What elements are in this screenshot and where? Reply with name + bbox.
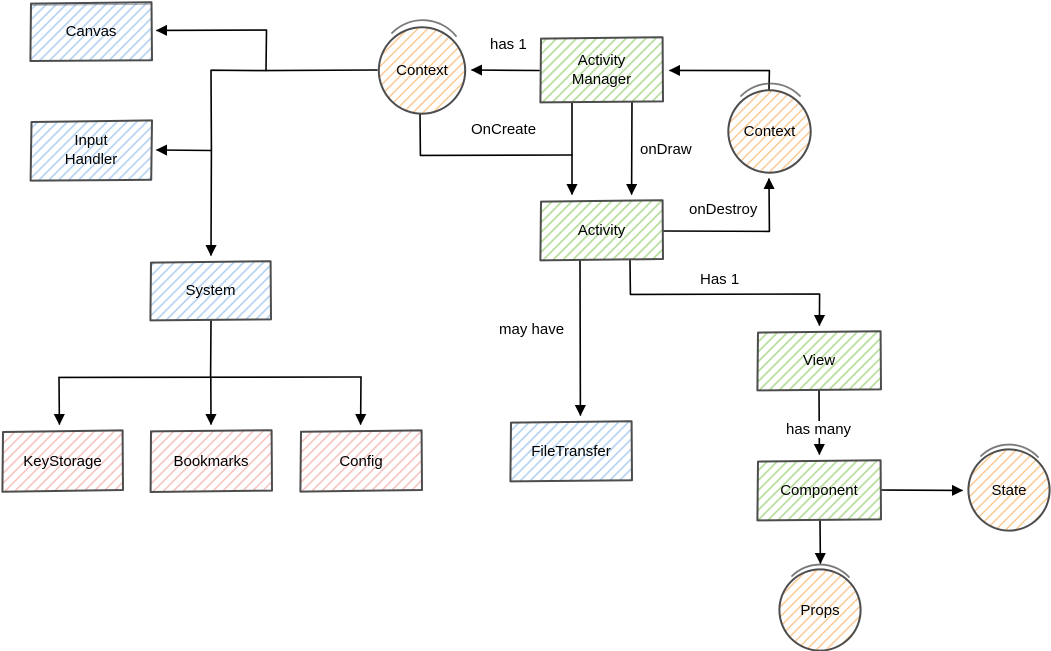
edge-activity-to-view[interactable] bbox=[629, 259, 826, 327]
node-canvas[interactable] bbox=[29, 1, 153, 62]
node-activity-manager[interactable] bbox=[539, 36, 664, 104]
edge-context-left-to-input-handler[interactable] bbox=[155, 69, 267, 156]
edge-context-left-to-activity-leg bbox=[419, 112, 573, 157]
node-config[interactable] bbox=[299, 429, 423, 493]
node-state[interactable] bbox=[967, 443, 1051, 532]
node-props[interactable] bbox=[778, 563, 862, 651]
node-system[interactable] bbox=[149, 260, 272, 322]
node-input-handler[interactable] bbox=[29, 119, 153, 182]
node-view[interactable] bbox=[756, 330, 882, 392]
node-component[interactable] bbox=[756, 459, 882, 522]
node-filetransfer[interactable] bbox=[509, 420, 633, 483]
node-keystorage[interactable] bbox=[1, 429, 124, 493]
node-context-right[interactable] bbox=[727, 82, 812, 174]
edge-activity-manager-to-context-left[interactable] bbox=[470, 64, 540, 76]
node-bookmarks[interactable] bbox=[149, 429, 273, 493]
edge-context-left-to-canvas[interactable] bbox=[155, 24, 378, 72]
node-activity[interactable] bbox=[539, 199, 664, 262]
node-context-left[interactable] bbox=[377, 19, 467, 115]
edge-activity-to-context-right[interactable] bbox=[662, 177, 775, 233]
edge-layer bbox=[53, 24, 964, 565]
